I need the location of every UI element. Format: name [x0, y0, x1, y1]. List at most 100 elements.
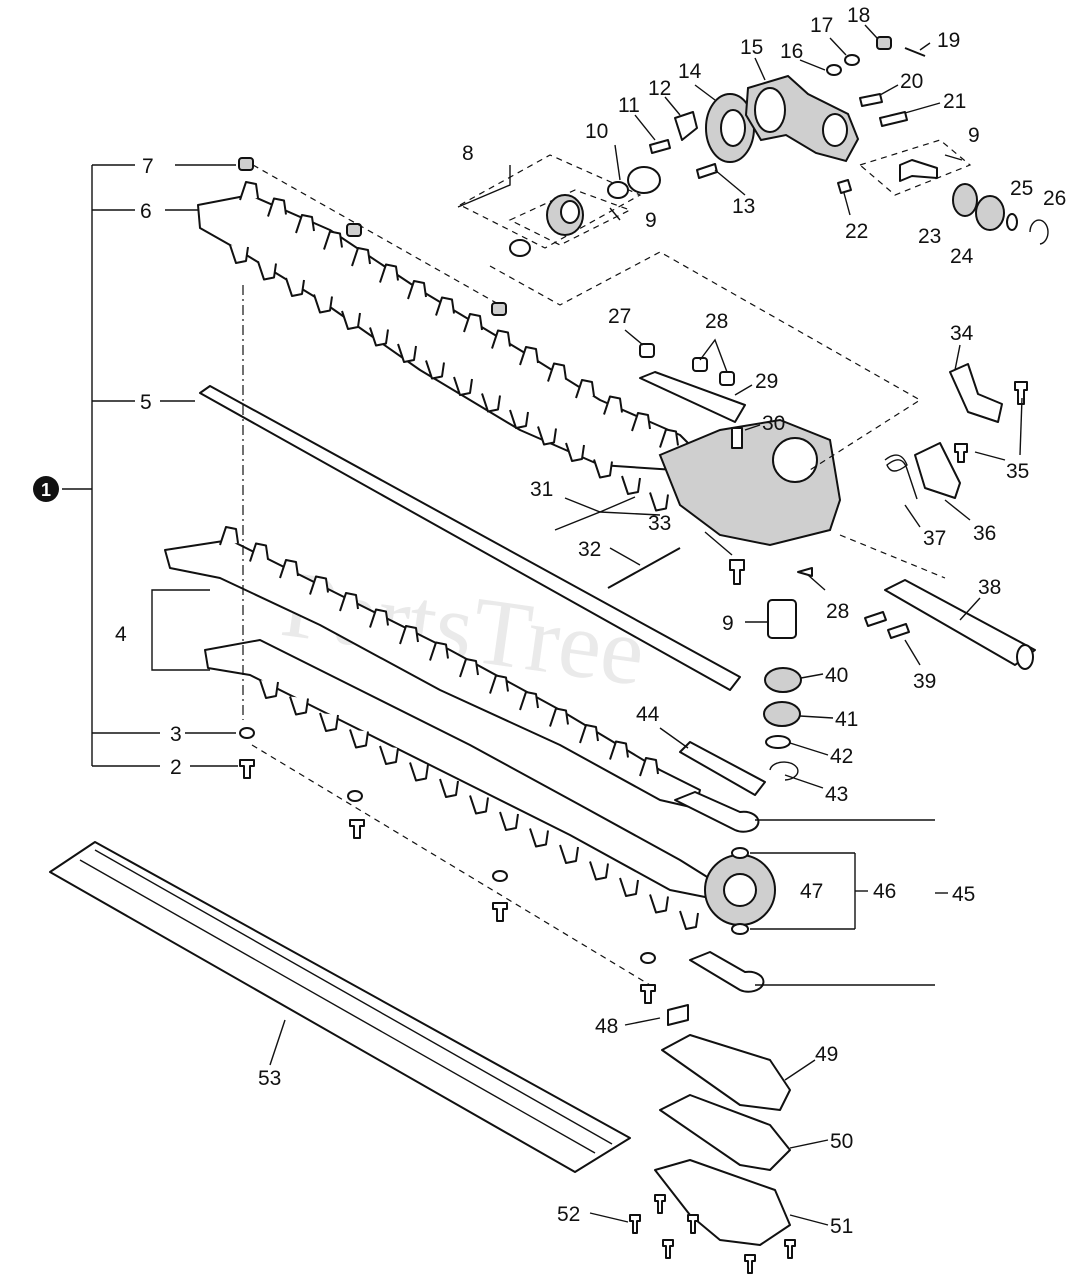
blade-tooth [249, 542, 269, 562]
bolt-part-39b [887, 623, 910, 639]
callout-20: 20 [900, 70, 923, 93]
spring-part-37 [884, 454, 918, 500]
callout-43: 43 [825, 783, 848, 806]
blade-tooth [639, 757, 659, 777]
nut-part-7 [238, 157, 254, 171]
blade-tooth [399, 625, 419, 645]
blade-tooth [429, 641, 449, 661]
cover-plate-part-50 [659, 1094, 791, 1171]
blade-tooth [619, 877, 639, 897]
blade-tooth [323, 230, 343, 250]
callout-5: 5 [140, 391, 152, 414]
callout-19: 19 [937, 29, 960, 52]
bolt-part-2c [492, 902, 508, 922]
callout-42: 42 [830, 745, 853, 768]
screw-part-20 [859, 93, 883, 107]
callout-10: 10 [585, 120, 608, 143]
plate-part-44 [679, 741, 766, 796]
nut-part-28b [719, 371, 735, 386]
key-part-22 [837, 179, 852, 194]
assembly-bracket: 1 [33, 164, 160, 767]
screw-part-52b [629, 1214, 641, 1234]
callout-45: 45 [952, 883, 975, 906]
callout-53: 53 [258, 1067, 281, 1090]
screw-part-52d [662, 1239, 674, 1259]
callout-16: 16 [780, 40, 803, 63]
bearing-part-23 [952, 183, 978, 217]
blade-tooth [579, 724, 599, 744]
nut-part-18 [876, 36, 892, 50]
blade-tooth [603, 395, 623, 415]
guide-part-48 [667, 1004, 689, 1026]
callout-21: 21 [943, 90, 966, 113]
callout-37: 37 [923, 527, 946, 550]
blade-tooth [489, 674, 509, 694]
callout-51: 51 [830, 1215, 853, 1238]
blade-tooth [649, 894, 669, 914]
callout-40: 40 [825, 664, 848, 687]
blade-tooth [369, 327, 389, 347]
callout-24: 24 [950, 245, 974, 268]
bearing-part-41 [763, 701, 801, 727]
snap-ring-part-26 [1029, 219, 1049, 245]
callout-50: 50 [830, 1130, 853, 1153]
gear-part-9-lower [767, 599, 797, 639]
blade-tooth [679, 910, 699, 930]
upper-blade [197, 181, 701, 512]
blade-tooth [547, 362, 567, 382]
callout-8: 8 [462, 142, 474, 165]
blade-tooth [379, 745, 399, 765]
pin-part-19 [904, 47, 926, 57]
blade-tooth [259, 679, 279, 699]
lever-part-34 [949, 363, 1003, 423]
blade-tooth [349, 729, 369, 749]
screw-part-11 [649, 139, 671, 154]
callout-3: 3 [170, 723, 182, 746]
callout-31: 31 [530, 478, 553, 501]
blade-tooth [491, 329, 511, 349]
gear-case-part-31 [658, 418, 842, 547]
housing-part-15 [744, 74, 860, 163]
shaft-tube-end [1016, 644, 1034, 670]
callout-2: 2 [170, 756, 182, 779]
gasket-part-49 [661, 1034, 791, 1111]
gear-case-boss [772, 437, 818, 483]
screw-part-52c [687, 1214, 699, 1234]
washer-part-3b [347, 790, 363, 802]
callout-39: 39 [913, 670, 936, 693]
blade-tooth [239, 181, 259, 201]
callout-36: 36 [973, 522, 996, 545]
blade-tooth [319, 712, 339, 732]
washer-part-42 [765, 735, 791, 749]
blade-tooth [407, 280, 427, 300]
blade-tooth [463, 313, 483, 333]
callout-22: 22 [845, 220, 868, 243]
gear-part-47 [704, 854, 776, 926]
callout-17: 17 [810, 14, 833, 37]
nut-part-27 [639, 343, 655, 358]
screw-part-28c [797, 567, 813, 577]
callout-47: 47 [800, 880, 823, 903]
callout-35: 35 [1006, 460, 1029, 483]
blade-tooth [285, 277, 305, 297]
callout-52: 52 [557, 1203, 580, 1226]
blade-tooth [229, 244, 249, 264]
plate-part-12 [674, 111, 698, 141]
nut-part-28 [692, 357, 708, 372]
callout-6: 6 [140, 200, 152, 223]
blade-tooth [439, 778, 459, 798]
callout-46: 46 [873, 880, 896, 903]
blade-tooth [549, 707, 569, 727]
callout-34: 34 [950, 322, 974, 345]
callout-9-lower: 9 [722, 612, 734, 635]
blade-tooth [481, 393, 501, 413]
washer-part-17 [844, 54, 860, 66]
callout-28-lower: 28 [826, 600, 849, 623]
callout-9-upper: 9 [645, 209, 657, 232]
blade-tooth [537, 426, 557, 446]
blade-tooth [565, 442, 585, 462]
blade-tooth [453, 376, 473, 396]
blade-tooth [559, 844, 579, 864]
blade-tooth [499, 811, 519, 831]
